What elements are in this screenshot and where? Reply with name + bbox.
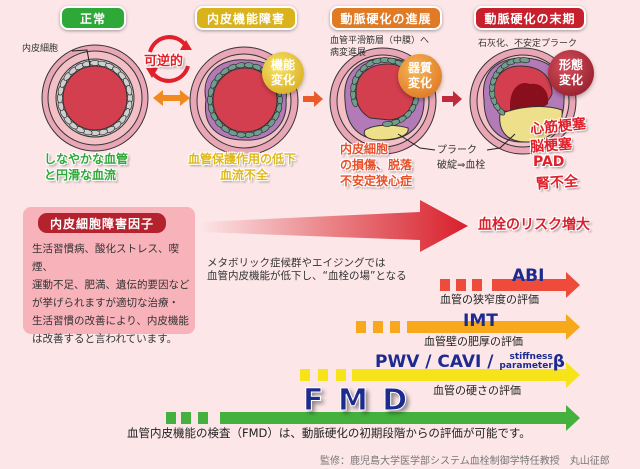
bidirectional-arrow-icon — [153, 90, 190, 106]
stage-badge-normal: 正常 — [60, 6, 126, 30]
risk-note-1: メタボリック症候群やエイジングでは — [207, 257, 386, 269]
morphological-change-orb: 形態変化 — [548, 50, 594, 96]
factor-line: は改善すると言われています。 — [32, 333, 178, 345]
test-arrow-dash-fmd — [181, 412, 191, 424]
media-annotation-1: 血管平滑筋層（中膜）へ — [330, 36, 430, 46]
test-arrow-dash-imt — [373, 321, 383, 333]
supervisor-credit: 監修：鹿児島大学医学部システム血栓制御学特任教授 丸山征郎 — [320, 456, 610, 467]
test-arrow-dash-abi — [456, 279, 466, 291]
orb-text: 器質 — [407, 61, 432, 75]
orb-text: 形態 — [558, 58, 583, 72]
test-name-imt: IMT — [463, 311, 498, 331]
pwv-cavi-text: PWV / CAVI / — [375, 352, 500, 372]
endothelial-cell — [519, 57, 531, 64]
stage-label: 正常 — [79, 11, 106, 26]
plaque-leader-line — [397, 133, 436, 151]
test-arrow-dash-pwv — [300, 369, 310, 381]
test-arrow-dash-pwv — [336, 369, 346, 381]
progression-caption-1: 内皮細胞 — [340, 142, 389, 156]
factor-line: 生活習慣病、酸化ストレス、喫煙、 — [32, 243, 179, 273]
stage-badge-progression: 動脈硬化の進展 — [330, 6, 442, 30]
stage-label: 動脈硬化の末期 — [484, 11, 576, 26]
test-arrow-abi — [492, 272, 580, 298]
orb-text: 変化 — [407, 76, 432, 90]
test-arrow-dash-imt — [356, 321, 366, 333]
test-arrow-dash-imt — [390, 321, 400, 333]
functional-change-orb: 機能変化 — [262, 52, 304, 94]
reversible-label: 可逆的 — [144, 54, 184, 69]
test-arrow-pwv — [352, 362, 580, 388]
test-arrow-dash-fmd — [198, 412, 208, 424]
organic-change-orb: 器質変化 — [398, 54, 442, 98]
test-arrow-imt — [407, 314, 580, 340]
test-arrow-fmd — [220, 405, 580, 431]
factor-box-title: 内皮細胞障害因子 — [38, 213, 166, 233]
reversible-cycle-icon — [146, 35, 192, 83]
test-desc-pwv: 血管の硬さの評価 — [433, 384, 521, 397]
plaque-leader-line-late — [486, 133, 516, 151]
orb-text: 機能 — [270, 58, 295, 72]
endothelial-cell-label: 内皮細胞 — [22, 44, 59, 54]
vessel-normal — [41, 44, 149, 152]
stage-badge-late: 動脈硬化の末期 — [474, 6, 586, 30]
late-caption-3: PAD — [533, 154, 565, 170]
stage-badge-dysfunction: 内皮機能障害 — [195, 6, 297, 30]
stage-label: 動脈硬化の進展 — [340, 11, 432, 26]
endothelial-cell — [382, 120, 393, 127]
normal-caption-1: しなやかな血管 — [44, 152, 129, 166]
vessel-late — [469, 47, 577, 155]
orb-text: 変化 — [558, 73, 583, 87]
risk-arrow-shape — [200, 200, 468, 252]
calcification-annotation: 石灰化、不安定プラーク — [478, 39, 578, 49]
rupture-label: 破綻⇒血栓 — [437, 160, 486, 171]
test-desc-fmd: 血管内皮機能の検査（FMD）は、動脈硬化の初期段階からの評価が可能です。 — [127, 426, 531, 440]
test-arrow-dash-pwv — [318, 369, 328, 381]
factor-box-text: 生活習慣病、酸化ストレス、喫煙、 運動不足、肥満、遺伝的要因など が挙げられます… — [32, 240, 192, 348]
endothelial-damage-factors-box: 内皮細胞障害因子 生活習慣病、酸化ストレス、喫煙、 運動不足、肥満、遺伝的要因な… — [23, 207, 195, 345]
progression-caption-2: の損傷、脱落 — [340, 158, 413, 172]
arrow-right-icon — [442, 91, 462, 107]
normal-caption-2: と円滑な血流 — [44, 168, 117, 182]
stiffness-text: stiffness — [509, 352, 553, 362]
risk-note-2: 血管内皮機能が低下し、“血栓の場”となる — [207, 270, 407, 282]
test-arrow-dash-fmd — [166, 412, 176, 424]
stage-label: 内皮機能障害 — [206, 11, 285, 26]
factor-line: 運動不足、肥満、遺伝的要因など — [32, 279, 190, 291]
factor-line: が挙げられますが適切な治療・ — [32, 297, 179, 309]
test-arrow-dash-abi — [440, 279, 450, 291]
test-name-abi: ABI — [512, 266, 545, 286]
test-name-fmd: F M D — [302, 383, 410, 419]
test-desc-imt: 血管壁の肥厚の評価 — [424, 335, 523, 348]
endothelial-cell — [126, 84, 133, 96]
thrombus-risk-label: 血栓のリスク増大 — [478, 217, 590, 233]
test-arrow-dash-abi — [472, 279, 482, 291]
beta-symbol: β — [552, 352, 565, 372]
arrow-right-icon — [303, 91, 323, 107]
orb-text: 変化 — [270, 73, 295, 87]
media-annotation-2: 病変進展 — [330, 48, 367, 58]
factor-line: 生活習慣の改善により、内皮機能 — [32, 315, 189, 327]
plaque-label: プラーク — [437, 145, 477, 156]
parameter-text: parameter — [499, 361, 553, 371]
dysfunction-caption-2: 血流不全 — [220, 168, 269, 182]
test-desc-abi: 血管の狭窄度の評価 — [440, 293, 539, 306]
dysfunction-caption-1: 血管保護作用の低下 — [188, 152, 297, 166]
progression-caption-3: 不安定狭心症 — [340, 174, 413, 188]
